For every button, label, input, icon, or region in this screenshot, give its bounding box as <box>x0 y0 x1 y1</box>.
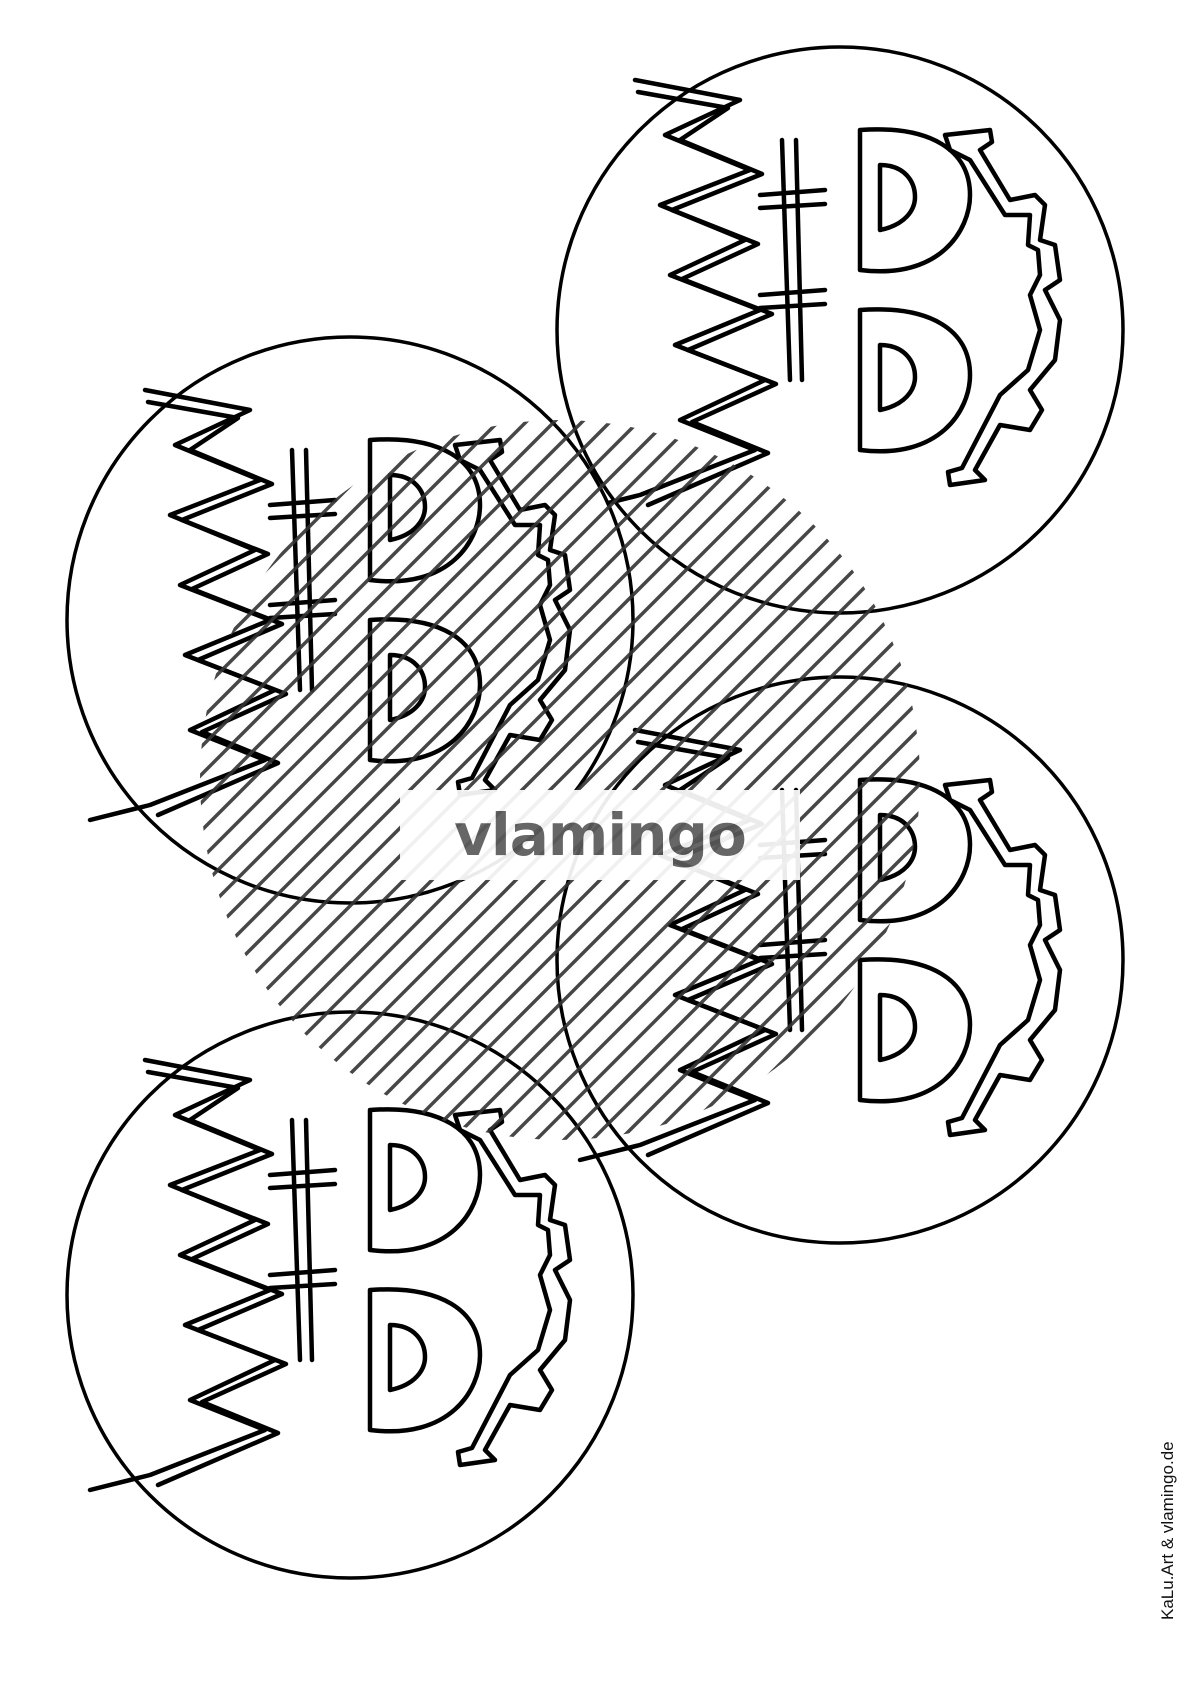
hatch-line <box>1132 400 1200 1300</box>
hatch-line <box>1188 400 1200 1300</box>
hatch-line <box>458 420 920 1140</box>
hatch-line <box>200 420 606 1140</box>
hatch-line <box>200 420 438 1140</box>
hatch-line <box>200 420 662 1140</box>
hat-circle-middle-left <box>65 335 635 905</box>
hatch-line <box>200 420 802 1140</box>
hatch-line <box>200 420 494 1140</box>
hatch-line <box>1048 400 1200 1300</box>
hatch-line <box>1020 400 1200 1300</box>
hatch-line <box>200 420 550 1140</box>
hatch-line <box>374 420 920 1140</box>
hatch-line <box>1104 400 1200 1300</box>
hatch-line <box>200 420 690 1140</box>
hatch-line <box>200 420 830 1140</box>
hatch-line <box>1160 400 1200 1300</box>
hat-circle-middle-right <box>555 675 1125 1245</box>
hatch-line <box>200 420 466 1140</box>
hatch-line <box>1076 400 1200 1300</box>
hatch-line <box>200 420 634 1140</box>
hatch-line <box>200 420 746 1140</box>
credit-text: KaLu.Art & vlamingo.de <box>1158 1441 1177 1620</box>
hatch-line <box>200 420 774 1140</box>
hatch-line <box>200 420 522 1140</box>
hatch-line <box>430 420 920 1140</box>
vlamingo-watermark: vlamingo <box>400 790 800 880</box>
hat-circle-bottom-left <box>65 1010 635 1580</box>
hatch-line <box>200 420 718 1140</box>
hatch-line <box>200 420 578 1140</box>
hatch-line <box>402 420 920 1140</box>
